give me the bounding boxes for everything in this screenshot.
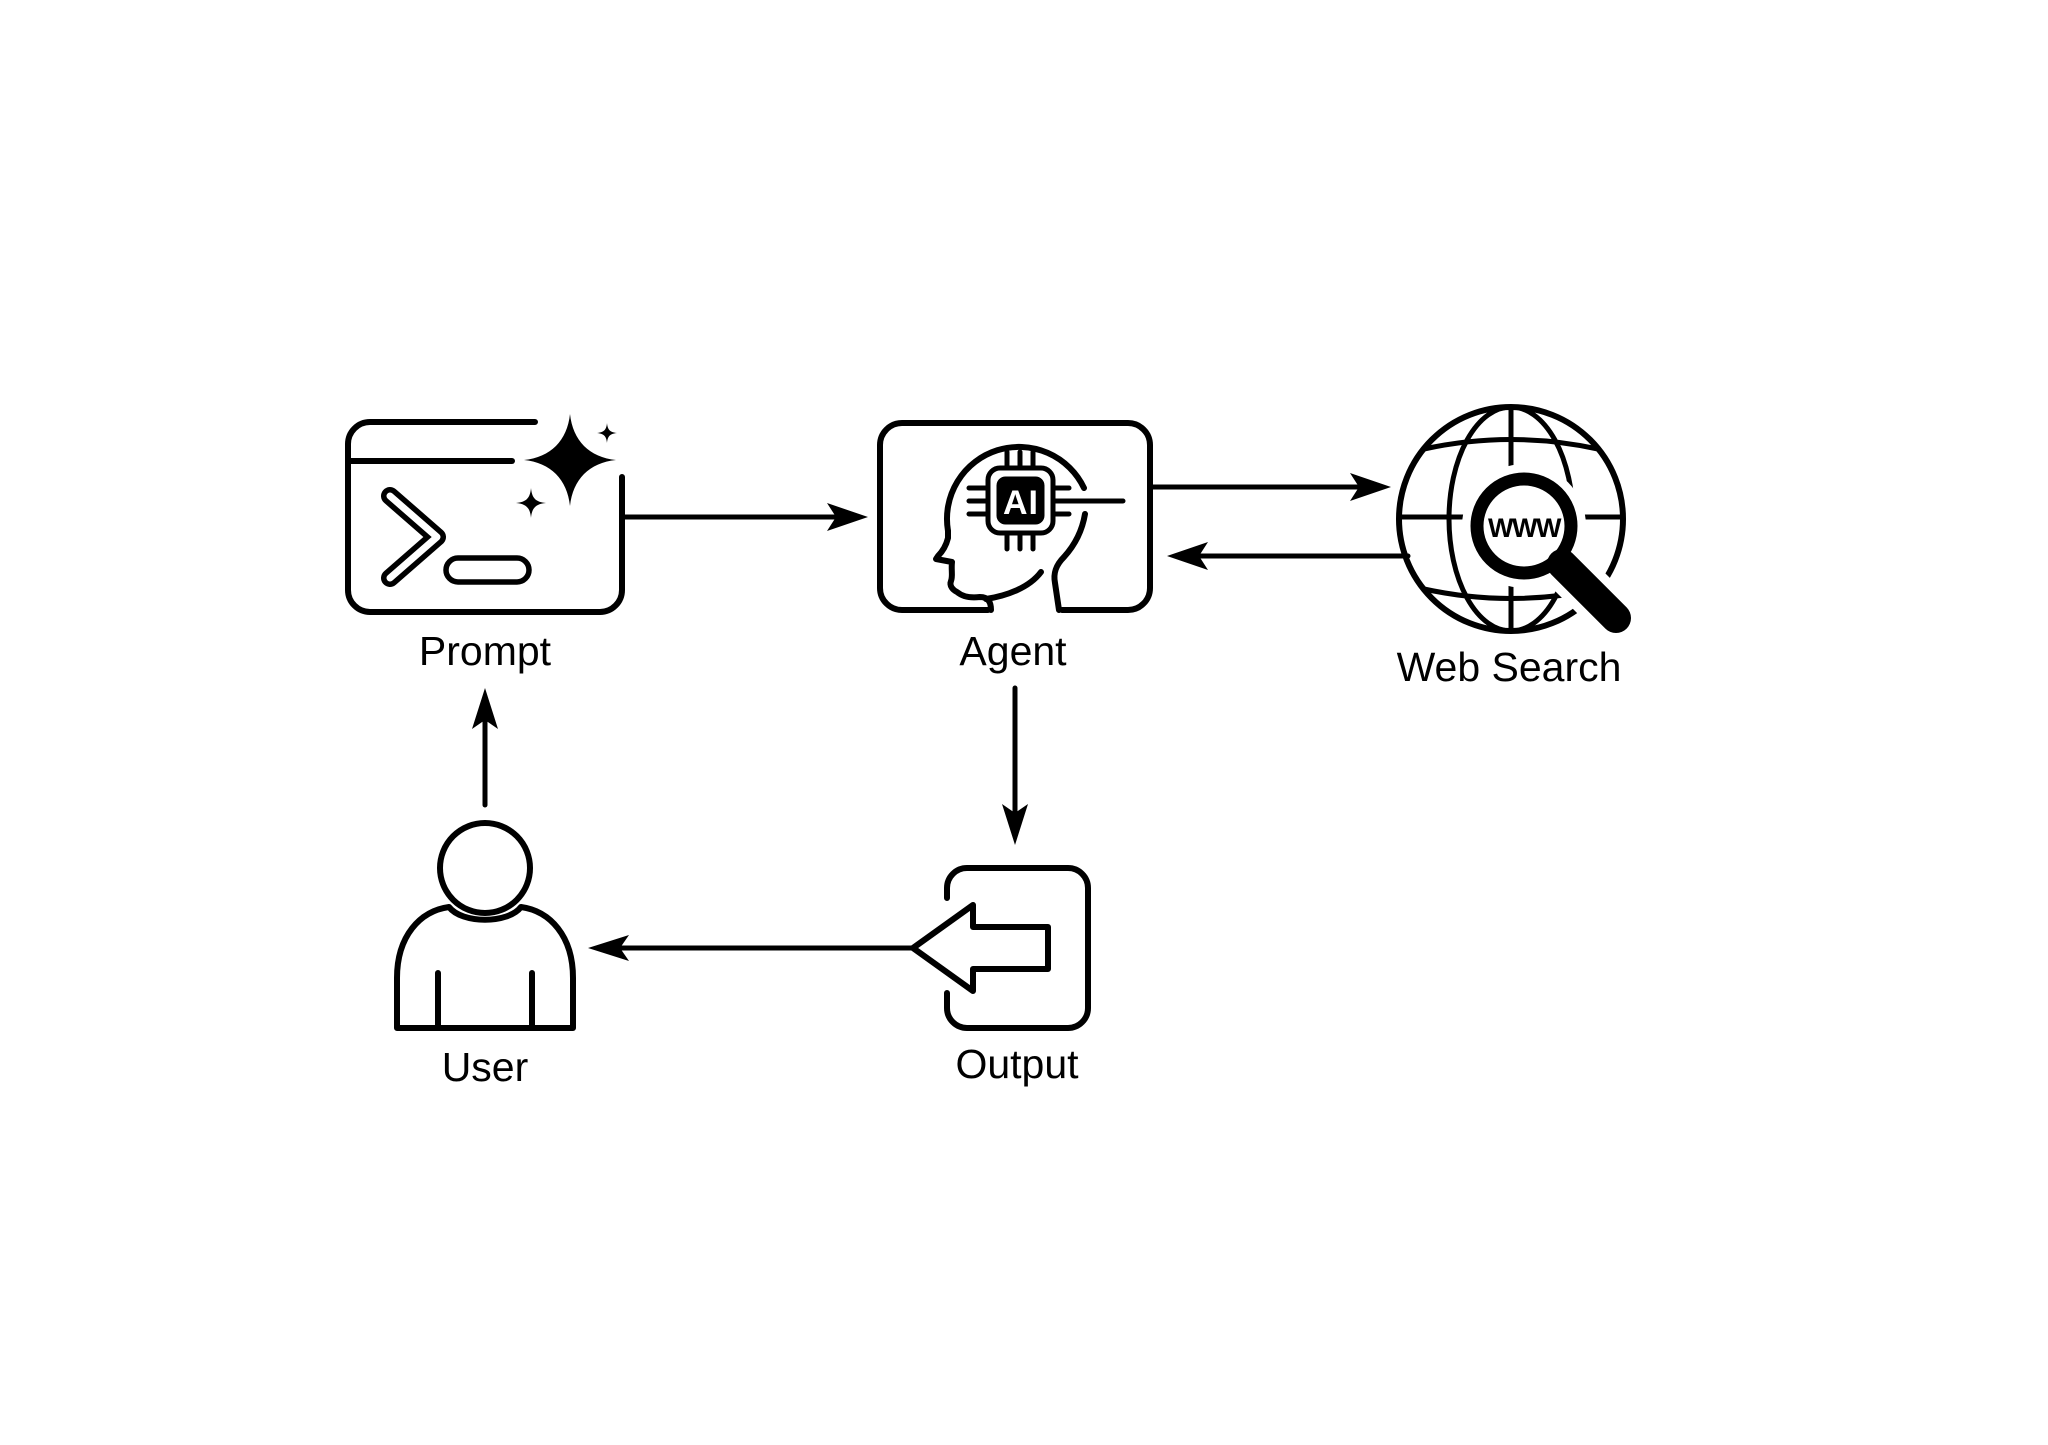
arrow-agent-to-web-search <box>1147 473 1391 501</box>
arrow-web-search-to-agent <box>1167 542 1411 570</box>
head-cranium <box>943 443 1087 534</box>
prompt-chevron-inner <box>386 492 441 582</box>
sparkle-icon-small-bottom <box>516 488 546 518</box>
arrowhead-left <box>588 935 629 961</box>
prompt-underscore-icon <box>443 555 532 585</box>
head-profile-icon <box>933 443 1088 613</box>
web-search-node: WWW Web Search <box>1396 404 1642 690</box>
globe-latitude-top <box>1421 437 1601 452</box>
prompt-label: Prompt <box>419 628 552 674</box>
person-arm-lines <box>435 970 535 1028</box>
output-box <box>944 865 1091 1031</box>
agent-box <box>877 420 1153 613</box>
person-icon <box>394 820 576 1031</box>
user-node: User <box>394 820 576 1090</box>
arrowhead-left <box>1167 542 1208 570</box>
chip-body <box>996 476 1045 525</box>
arrowhead-up <box>472 688 498 729</box>
head-back-neck <box>1051 511 1088 613</box>
chip-pins-left <box>966 485 991 517</box>
magnifier-icon: WWW <box>1462 464 1642 644</box>
arrowhead-down <box>1002 804 1028 845</box>
agent-label: Agent <box>959 628 1067 674</box>
head-jaw-line <box>983 569 1044 602</box>
arrowhead-right <box>827 503 868 531</box>
chip-pins-right <box>1050 485 1072 517</box>
output-label: Output <box>955 1041 1079 1087</box>
arrow-prompt-to-agent <box>619 503 868 531</box>
agent-node: AI Agent <box>877 420 1153 674</box>
prompt-node: Prompt <box>345 414 625 674</box>
person-torso <box>394 904 576 1031</box>
chip-ai-text: AI <box>1003 484 1039 522</box>
ai-chip-icon: AI <box>966 449 1126 552</box>
sparkle-icon-small-top <box>597 423 617 443</box>
chip-pins-bottom <box>1004 530 1036 552</box>
arrow-agent-to-output <box>1002 685 1028 845</box>
arrowhead-right <box>1350 473 1391 501</box>
prompt-chevron-icon <box>381 487 446 587</box>
chip-pins-top <box>1004 449 1036 471</box>
chip-outer-frame <box>985 465 1056 536</box>
magnifier-ring <box>1470 472 1578 580</box>
terminal-icon <box>345 419 625 615</box>
web-search-label: Web Search <box>1397 644 1622 690</box>
output-node: Output <box>910 865 1091 1087</box>
sparkle-icon-large <box>524 414 616 506</box>
arrow-user-to-prompt <box>472 688 498 808</box>
person-head <box>437 820 533 916</box>
user-label: User <box>442 1044 529 1090</box>
head-face-profile <box>933 528 994 613</box>
magnifier-www-text: WWW <box>1488 513 1562 543</box>
arrow-output-to-user <box>588 935 916 961</box>
left-block-arrow-icon <box>910 902 1051 994</box>
magnifier-handle <box>1547 549 1631 633</box>
